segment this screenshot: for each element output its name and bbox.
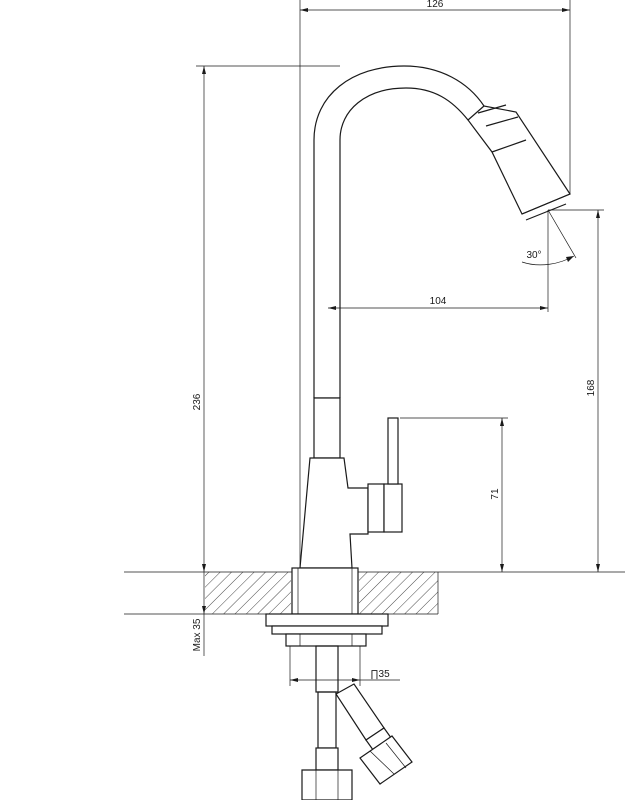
handle-lever (367, 417, 403, 533)
dimension-max-thickness: Max 35 (192, 618, 203, 651)
dimension-spout-height: 168 (586, 379, 597, 396)
supply-hoses (301, 645, 413, 800)
dimension-spray-angle: 30° (526, 250, 541, 261)
dimension-hole-diameter: ∏35 (370, 669, 390, 680)
faucet-body (299, 397, 369, 569)
dimension-total-width: 126 (427, 0, 444, 10)
dimension-lines (196, 0, 604, 686)
countertop (124, 571, 625, 615)
dimension-total-height: 236 (192, 393, 203, 410)
spray-head (467, 104, 571, 221)
dimension-spout-reach: 104 (430, 296, 447, 307)
mounting-assembly (265, 567, 389, 647)
spout (313, 65, 485, 399)
dimension-handle-height: 71 (490, 488, 501, 500)
